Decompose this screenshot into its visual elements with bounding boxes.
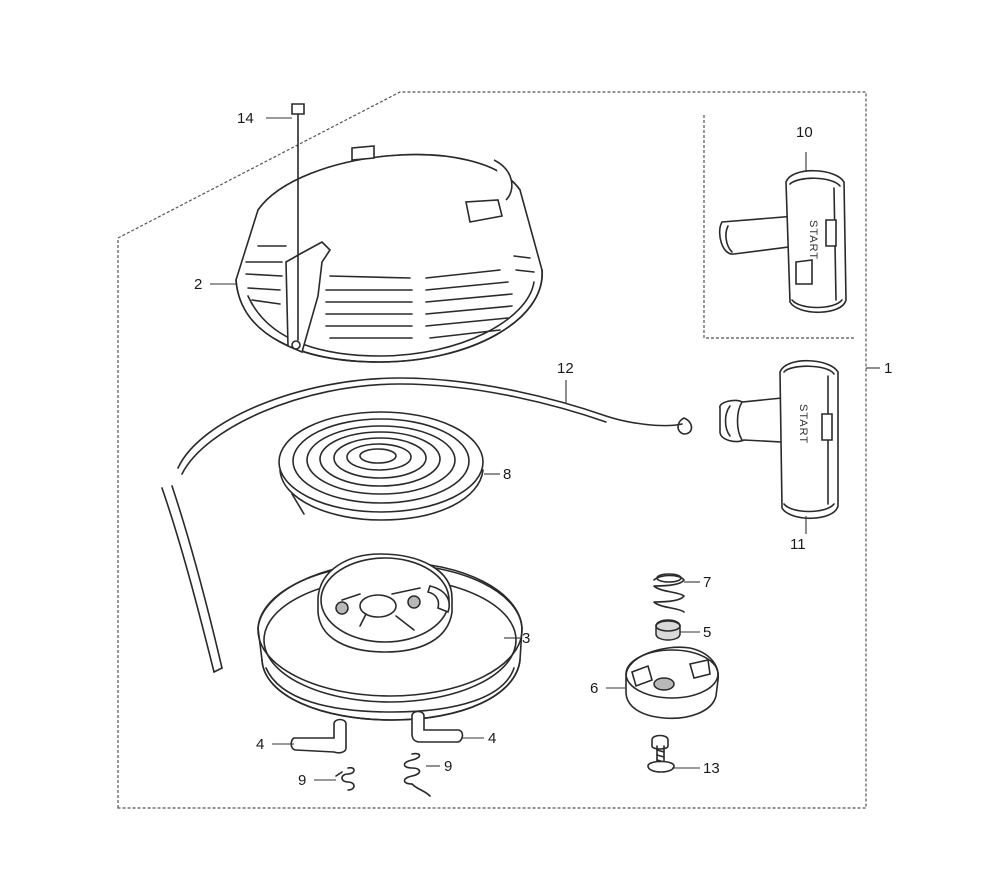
leader-lines	[210, 117, 880, 781]
callout-4-left: 4	[256, 736, 264, 753]
callout-8: 8	[503, 466, 511, 483]
housing-bolt	[291, 103, 305, 341]
starter-reel	[257, 553, 523, 721]
callout-labels: 14 2 12 8 3 10 1 11 7 5 6 13 4 4 9 9	[194, 110, 892, 789]
assembly-boundary	[117, 91, 867, 809]
callout-2: 2	[194, 276, 202, 293]
friction-plate	[625, 646, 719, 720]
starter-rope	[161, 377, 693, 673]
washer	[655, 619, 681, 641]
pawl-spring-left	[335, 766, 355, 791]
friction-spring	[653, 573, 685, 613]
pawl-spring-right	[403, 752, 431, 797]
callout-4-right: 4	[488, 730, 496, 747]
starter-housing	[235, 145, 543, 363]
callout-1: 1	[884, 360, 892, 377]
callout-6: 6	[590, 680, 598, 697]
callout-10: 10	[796, 124, 813, 141]
inset-handle-start-embossing: START	[807, 220, 819, 260]
callout-9-left: 9	[298, 772, 306, 789]
recoil-spring	[278, 411, 484, 521]
callout-13: 13	[703, 760, 720, 777]
starter-handle: START	[719, 360, 839, 519]
callout-3: 3	[522, 630, 530, 647]
callout-11: 11	[790, 536, 806, 553]
callout-9-right: 9	[444, 758, 452, 775]
center-bolt	[647, 734, 675, 773]
callout-12: 12	[557, 360, 574, 377]
callout-5: 5	[703, 624, 711, 641]
ratchet-pawl-left	[290, 718, 347, 754]
callout-14: 14	[237, 110, 254, 127]
starter-handle-inset: START	[718, 170, 847, 313]
handle-start-embossing: START	[797, 404, 809, 444]
callout-7: 7	[703, 574, 711, 591]
ratchet-pawl-right	[411, 710, 464, 743]
